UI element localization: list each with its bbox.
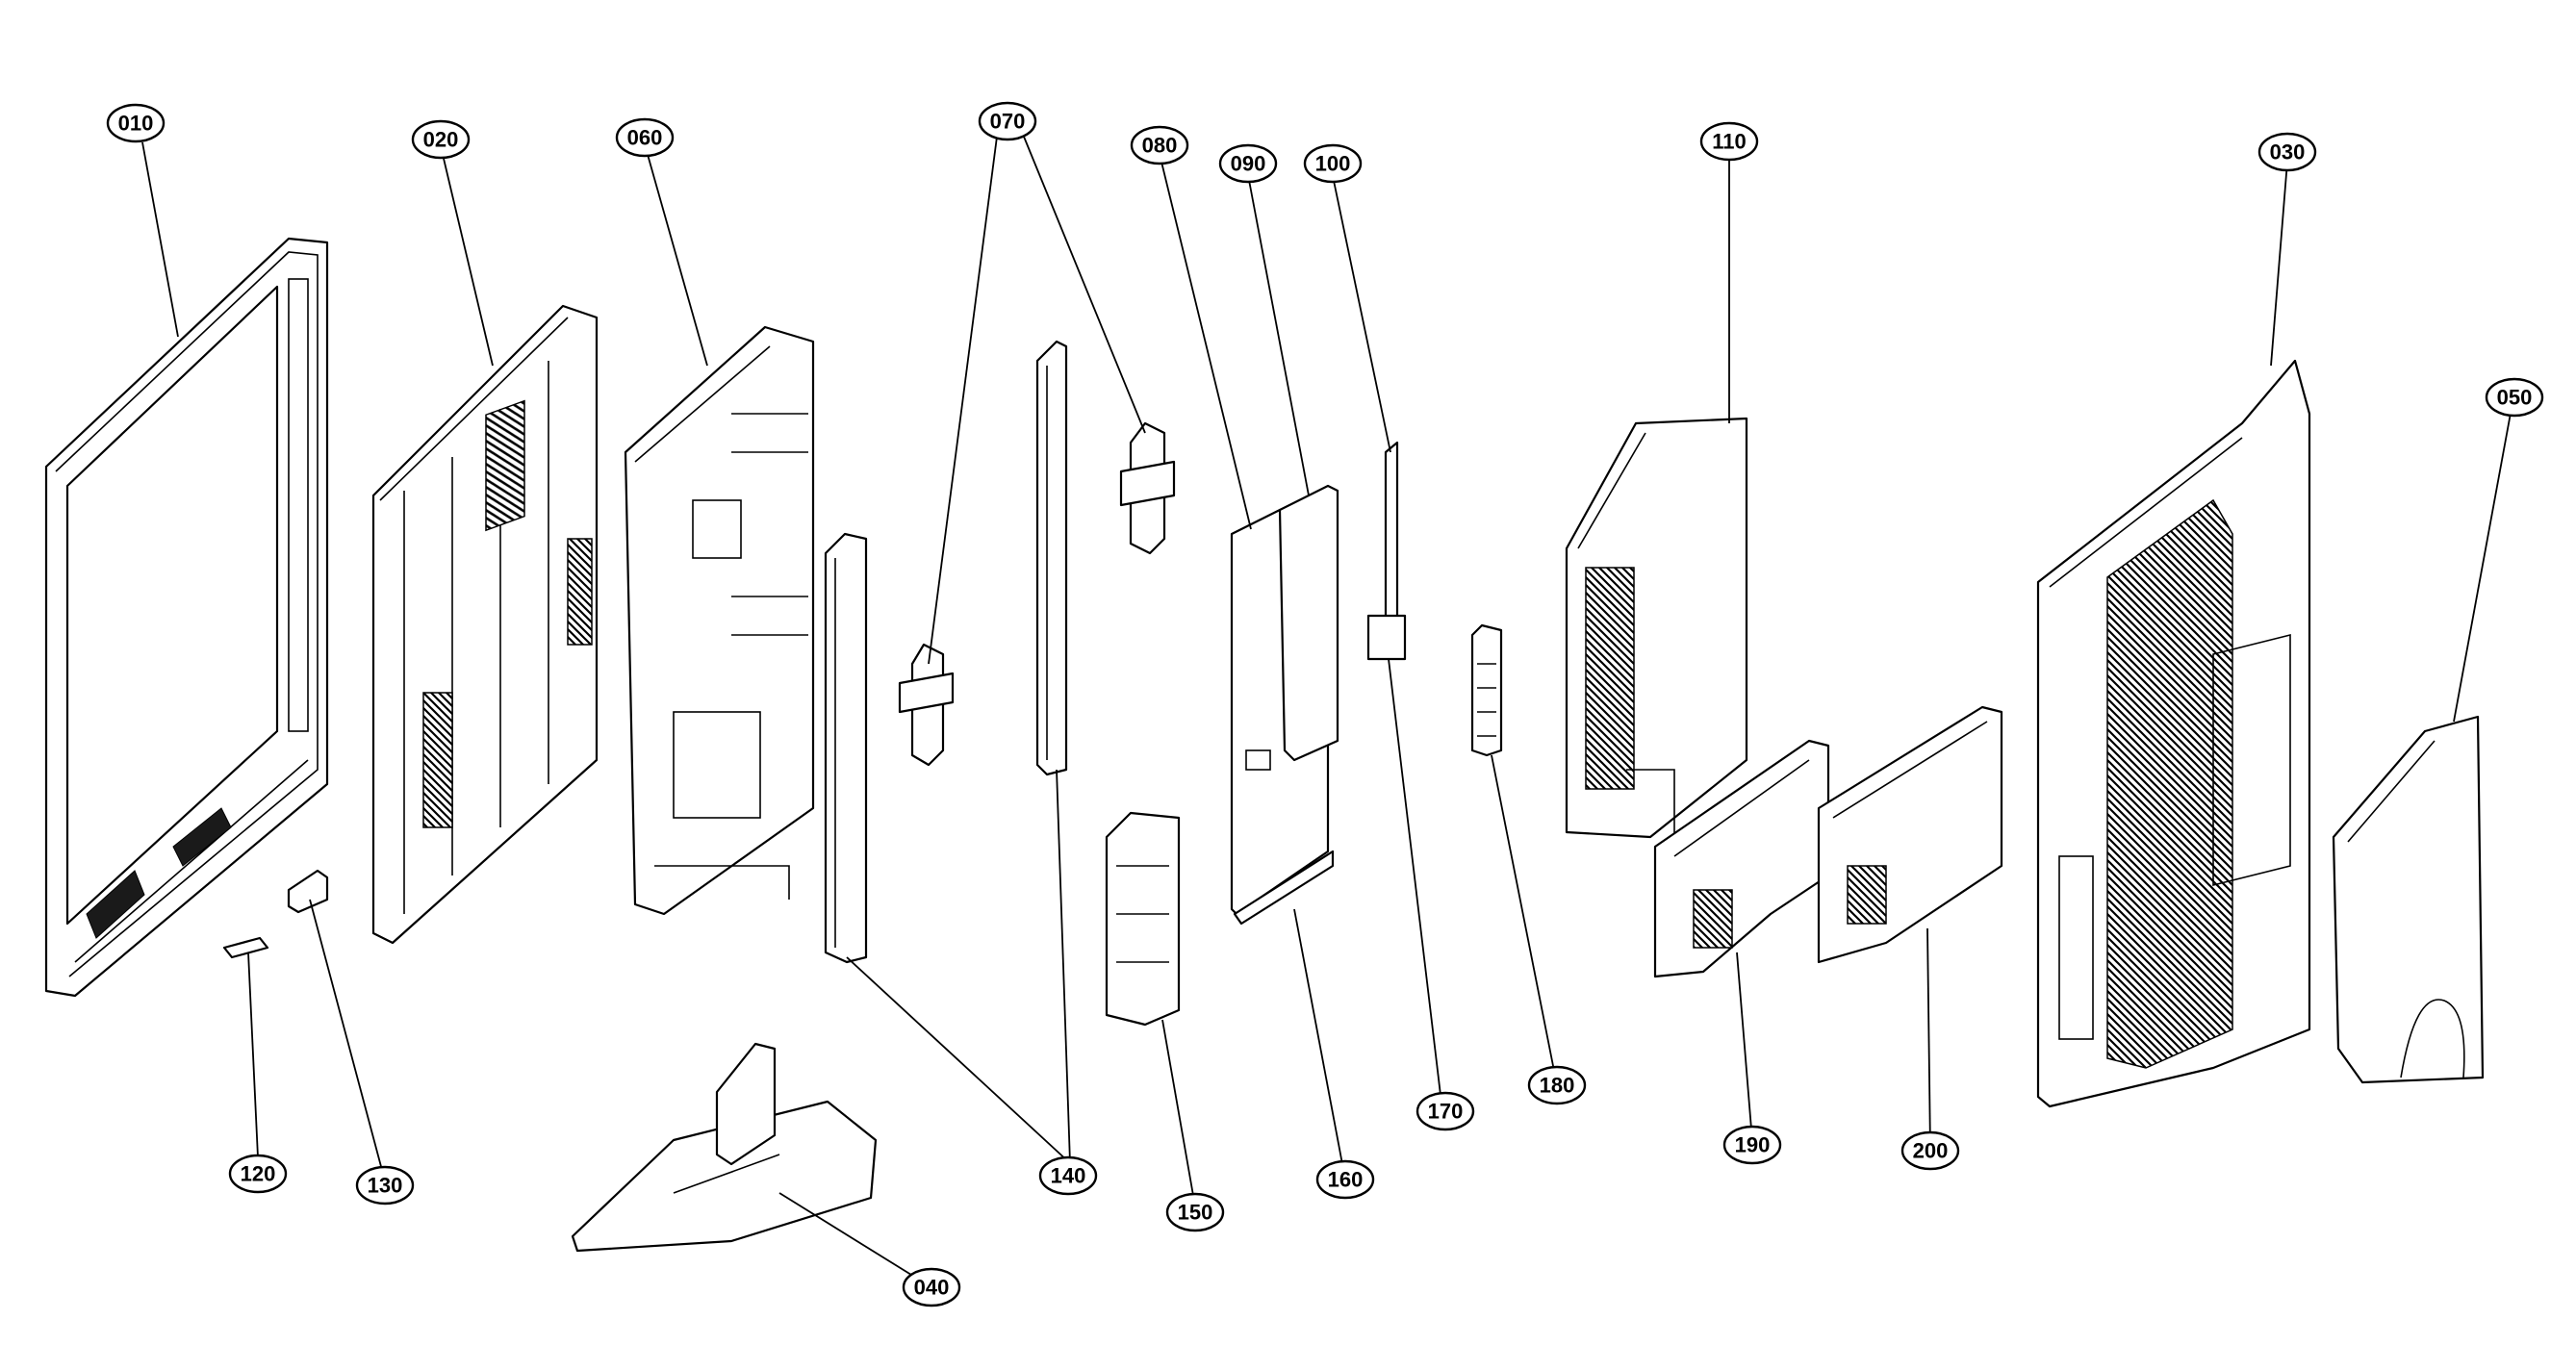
callout-190: 190 xyxy=(1722,1125,1782,1165)
callout-130: 130 xyxy=(355,1165,415,1205)
part-190-bracket xyxy=(1653,739,1830,978)
callout-190-text: 190 xyxy=(1735,1133,1771,1157)
callout-120: 120 xyxy=(228,1154,288,1194)
callout-050-text: 050 xyxy=(2497,386,2533,410)
part-140-bracket-right xyxy=(1035,340,1068,776)
callout-100-text: 100 xyxy=(1315,152,1351,176)
leader-lines xyxy=(141,136,2512,1276)
part-060-main-board xyxy=(624,325,815,916)
callout-110: 110 xyxy=(1699,121,1759,162)
part-130-plate xyxy=(287,869,329,914)
callout-180: 180 xyxy=(1527,1065,1587,1105)
callout-040-text: 040 xyxy=(914,1276,950,1300)
part-170-board xyxy=(1366,614,1407,661)
callout-040: 040 xyxy=(902,1267,961,1307)
callout-170: 170 xyxy=(1416,1091,1475,1131)
callout-030: 030 xyxy=(2257,132,2317,172)
part-120-label xyxy=(222,936,269,959)
part-100-cable xyxy=(1384,441,1399,625)
callout-070-text: 070 xyxy=(990,110,1026,134)
part-150-module xyxy=(1105,811,1181,1027)
callout-090: 090 xyxy=(1218,143,1278,184)
callout-200-text: 200 xyxy=(1913,1139,1949,1163)
callout-120-text: 120 xyxy=(241,1162,276,1186)
part-160-board xyxy=(1233,850,1335,926)
callout-100: 100 xyxy=(1303,143,1363,184)
callout-010: 010 xyxy=(106,103,166,143)
part-200-bracket xyxy=(1817,705,2003,964)
callout-180-text: 180 xyxy=(1540,1074,1575,1098)
part-090-board xyxy=(1278,484,1339,762)
callout-150-text: 150 xyxy=(1178,1201,1213,1225)
callout-140: 140 xyxy=(1038,1155,1098,1196)
callout-080-text: 080 xyxy=(1142,134,1178,158)
part-040-stand-base xyxy=(571,1042,878,1253)
callout-160: 160 xyxy=(1315,1159,1375,1200)
part-010-front-bezel xyxy=(44,237,329,998)
callout-060-text: 060 xyxy=(627,126,663,150)
callout-050: 050 xyxy=(2485,377,2544,418)
callout-060: 060 xyxy=(615,117,675,158)
callout-130-text: 130 xyxy=(368,1174,403,1198)
part-030-back-cover xyxy=(2036,359,2311,1108)
part-070-mount-left xyxy=(898,643,955,767)
part-070-mount-right xyxy=(1119,421,1176,555)
callout-150: 150 xyxy=(1165,1192,1225,1232)
callout-160-text: 160 xyxy=(1328,1168,1364,1192)
callout-200: 200 xyxy=(1900,1130,1960,1171)
part-110-shield xyxy=(1565,417,1748,839)
callout-020-text: 020 xyxy=(423,128,459,152)
callout-170-text: 170 xyxy=(1428,1100,1464,1124)
callout-140-text: 140 xyxy=(1051,1164,1086,1188)
part-140-bracket-left xyxy=(824,532,868,964)
part-050-stand-neck xyxy=(2332,715,2485,1084)
callout-110-text: 110 xyxy=(1712,130,1747,154)
callout-090-text: 090 xyxy=(1231,152,1266,176)
part-020-lcd-panel xyxy=(371,304,599,945)
callout-020: 020 xyxy=(411,119,471,160)
part-180-connector xyxy=(1470,623,1503,757)
callout-070: 070 xyxy=(978,101,1037,141)
callout-010-text: 010 xyxy=(118,112,154,136)
callout-080: 080 xyxy=(1130,125,1189,165)
callout-030-text: 030 xyxy=(2270,140,2306,165)
